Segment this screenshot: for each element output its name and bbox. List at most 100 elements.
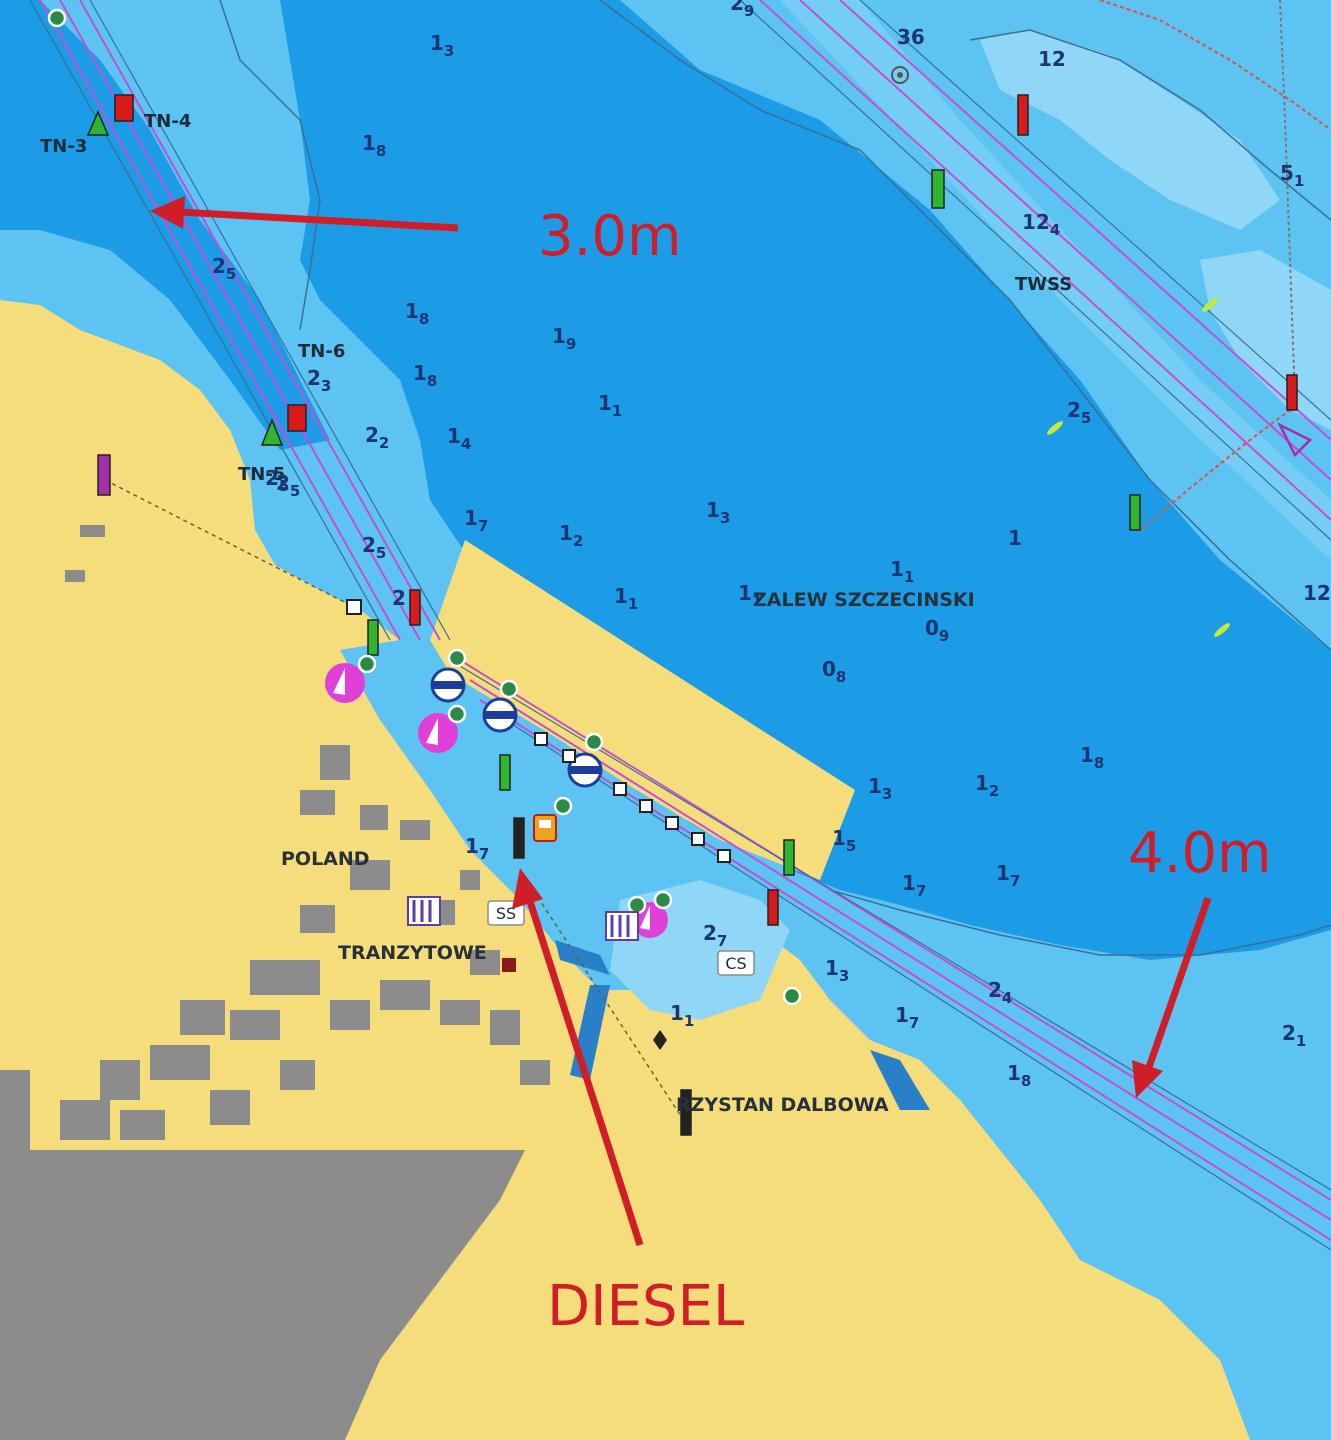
diamond-marker (653, 1030, 667, 1050)
pier-markers (346, 599, 731, 863)
annotation-depth-north: 3.0m (538, 204, 682, 269)
harbor-facility-icon-2[interactable] (605, 911, 639, 941)
quay-2 (555, 940, 610, 975)
quay-3 (870, 1050, 930, 1110)
buildings (60, 525, 550, 1140)
annotation-arrow-diesel (512, 868, 644, 1247)
port-area (0, 1150, 525, 1440)
mooring-buoy-1[interactable] (430, 667, 466, 703)
sounding-s29: 13 (825, 956, 849, 985)
annotation-arrow-east (1132, 896, 1212, 1098)
beacon-dark-south[interactable] (680, 1089, 692, 1136)
buoy-green-tn3[interactable] (86, 110, 110, 136)
sounding-s44: 17 (465, 834, 489, 863)
sounding-s20: 08 (822, 657, 846, 686)
sounding-s42: 2 (392, 586, 406, 610)
beacon-magenta-shore[interactable] (97, 454, 111, 496)
depth-contours (219, 0, 1331, 956)
label-lagoon: ZALEW SZCZECINSKI (753, 589, 975, 611)
sounding-s15: 13 (706, 498, 730, 527)
deep-water-west (0, 0, 330, 450)
sounding-s24: 13 (868, 774, 892, 803)
beacon-green-lagoon[interactable] (1129, 494, 1141, 531)
sounding-s32: 18 (1007, 1061, 1031, 1090)
label-tn3: TN-3 (40, 136, 87, 157)
leading-line-2 (519, 869, 691, 1131)
beacon-red-channel-east[interactable] (1017, 94, 1029, 136)
label-tn6: TN-6 (298, 341, 345, 362)
anchorage-buoy[interactable] (1277, 422, 1313, 458)
small-red-square (502, 958, 516, 972)
sounding-s1: 13 (430, 31, 454, 60)
sounding-s4: 18 (405, 299, 429, 328)
label-tn4: TN-4 (144, 111, 191, 132)
shallow-water-east (1200, 250, 1331, 430)
mooring-buoy-3[interactable] (567, 752, 603, 788)
beacon-green-channel-east[interactable] (931, 169, 945, 209)
buoy-green-tn5[interactable] (260, 417, 284, 446)
shallow-water-channel-band (780, 0, 1331, 560)
label-harbor: RZYSTAN DALBOWA (676, 1094, 889, 1116)
sounding-s21: 1 (1008, 526, 1022, 550)
beacon-red-harbor-entrance[interactable] (409, 589, 421, 626)
sounding-s25: 15 (832, 826, 856, 855)
code-ss-label: SS (496, 904, 516, 923)
channel-edges (29, 0, 1331, 1251)
sounding-s34: 12 (1038, 47, 1066, 71)
harbor-facility-icon-1[interactable] (407, 896, 441, 926)
sounding-s30: 24 (988, 978, 1012, 1007)
label-twss: TWSS (1015, 274, 1072, 295)
fuel-station-icon[interactable] (533, 814, 557, 842)
sounding-s39: 12 (1303, 581, 1331, 605)
sounding-s35: 124 (1022, 210, 1060, 239)
sounding-s14: 12 (559, 521, 583, 550)
annotation-diesel: DIESEL (547, 1274, 744, 1339)
sounding-s16: 11 (614, 584, 638, 613)
sounding-s23: 12 (975, 771, 999, 800)
sounding-s27: 17 (996, 861, 1020, 890)
beacon-dark-harbor[interactable] (513, 817, 525, 859)
sounding-s33: 21 (1282, 1021, 1306, 1050)
label-country: POLAND (281, 848, 370, 870)
shallow-water-north (980, 30, 1280, 230)
sounding-s43: 25 (265, 466, 289, 495)
sounding-s17: 11 (890, 557, 914, 586)
land-breakwater (430, 540, 855, 880)
sounding-s22: 18 (1080, 743, 1104, 772)
light-flares (1047, 298, 1230, 637)
sounding-s11: 25 (276, 471, 300, 500)
label-marina: TRANZYTOWE (338, 942, 487, 964)
sounding-s28: 27 (703, 921, 727, 950)
annotation-depth-east: 4.0m (1128, 821, 1272, 886)
beacon-green-pier-end[interactable] (783, 839, 795, 876)
sounding-s5: 19 (552, 324, 576, 353)
sounding-s12: 25 (362, 533, 386, 562)
code-cs-label: CS (725, 954, 746, 973)
buoy-red-tn4[interactable] (114, 94, 134, 122)
sounding-s10: 14 (447, 424, 471, 453)
beacon-red-pier-end[interactable] (767, 889, 779, 926)
code-box-cs[interactable]: CS (717, 950, 755, 976)
marina-icon-1[interactable] (325, 663, 365, 703)
sounding-s13: 17 (464, 506, 488, 535)
mooring-buoy-2[interactable] (482, 697, 518, 733)
info-markers[interactable] (47, 8, 802, 1006)
sounding-s3: 25 (212, 254, 236, 283)
cable-vertical (1279, 0, 1296, 401)
sounding-s41: 29 (730, 0, 754, 20)
buoy-red-tn6[interactable] (287, 404, 307, 432)
marina-icon-2[interactable] (418, 713, 458, 753)
sounding-s19: 09 (925, 616, 949, 645)
sounding-s18: 11 (738, 581, 762, 610)
sounding-s37: 25 (1067, 398, 1091, 427)
beacon-green-harbor-entrance[interactable] (367, 619, 379, 656)
port-area-left (0, 1070, 30, 1160)
sounding-s9: 22 (365, 423, 389, 452)
beacon-red-far-east[interactable] (1286, 374, 1298, 411)
annotation-arrow-north (150, 196, 459, 232)
sounding-s2: 18 (362, 131, 386, 160)
beacon-green-inner[interactable] (499, 754, 511, 791)
sounding-s6: 23 (307, 366, 331, 395)
